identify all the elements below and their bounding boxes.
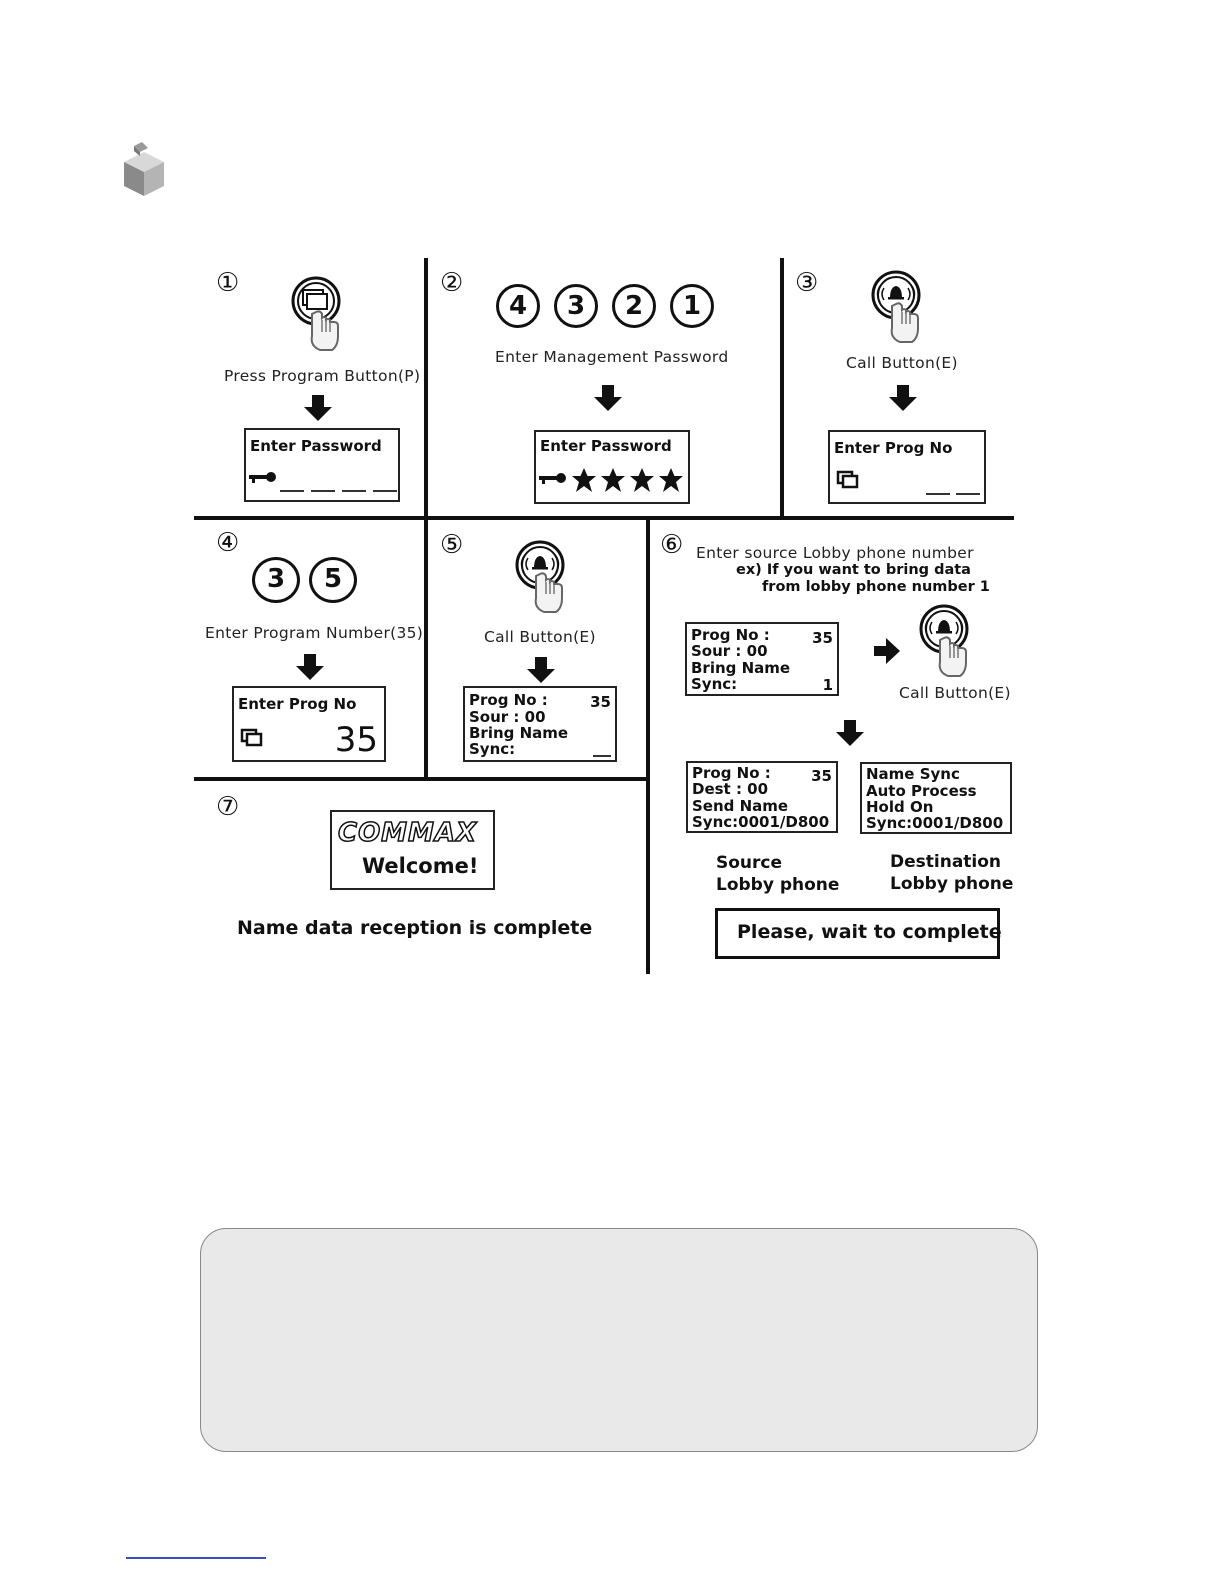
down-arrow-icon bbox=[304, 395, 332, 421]
digit-circle: 5 bbox=[309, 557, 357, 603]
lcd-line: Send Name bbox=[692, 797, 789, 815]
note-box bbox=[200, 1228, 1038, 1452]
welcome-display: COMMAX Welcome! bbox=[330, 810, 495, 890]
example-text: from lobby phone number 1 bbox=[762, 579, 990, 595]
down-arrow-icon bbox=[527, 657, 555, 683]
source-label: Source bbox=[716, 853, 783, 873]
down-arrow-icon bbox=[296, 654, 324, 680]
brand-logo: COMMAX bbox=[337, 817, 478, 849]
lcd-value: 35 bbox=[590, 693, 611, 711]
program-icon bbox=[240, 728, 263, 747]
lcd-line: Sour : 00 bbox=[469, 708, 546, 726]
lcd-display: Enter Password bbox=[244, 428, 400, 502]
divider bbox=[194, 777, 650, 781]
digit-circle: 3 bbox=[554, 284, 598, 328]
destination-label: Lobby phone bbox=[890, 874, 1014, 894]
lcd-display: Enter Password bbox=[534, 430, 690, 504]
lcd-display-destination: Name Sync Auto Process Hold On Sync:0001… bbox=[860, 762, 1012, 834]
digit-circle: 4 bbox=[496, 284, 540, 328]
lcd-line: Prog No : bbox=[692, 764, 771, 782]
divider bbox=[424, 516, 428, 780]
right-arrow-icon bbox=[874, 638, 900, 664]
lcd-title: Enter Prog No bbox=[834, 439, 953, 457]
divider bbox=[194, 516, 1014, 520]
footnote-rule bbox=[126, 1557, 266, 1559]
lcd-title: Enter Password bbox=[540, 437, 672, 455]
password-blanks bbox=[280, 490, 397, 492]
step-number: ⑦ bbox=[216, 792, 240, 822]
call-button-icon bbox=[871, 270, 921, 343]
lcd-line: Bring Name bbox=[691, 659, 791, 677]
lcd-line: Sync:0001/D800 bbox=[692, 813, 830, 831]
lcd-title: Enter Prog No bbox=[238, 695, 357, 713]
section-cube-icon bbox=[124, 142, 164, 196]
step-caption: Enter Management Password bbox=[495, 348, 729, 366]
step-number: ④ bbox=[216, 528, 240, 558]
wait-message-box: Please, wait to complete bbox=[715, 908, 1002, 959]
lcd-line: Hold On bbox=[866, 798, 934, 816]
lcd-value: 35 bbox=[334, 720, 378, 760]
lcd-value: 35 bbox=[811, 767, 832, 785]
key-icon bbox=[539, 473, 566, 484]
step-number: ① bbox=[216, 268, 240, 298]
lcd-display: Prog No : 35 Sour : 00 Bring Name Sync: bbox=[463, 686, 617, 762]
step-caption: Call Button(E) bbox=[846, 354, 958, 372]
sync-blank bbox=[593, 755, 611, 757]
call-caption: Call Button(E) bbox=[899, 684, 1011, 702]
lcd-line: Name Sync bbox=[866, 765, 960, 783]
key-icon bbox=[249, 472, 276, 483]
lcd-line: Sync:0001/D800 bbox=[866, 814, 1004, 832]
digit-circle: 3 bbox=[252, 557, 300, 603]
lcd-value: 35 bbox=[812, 629, 833, 647]
lcd-display-source: Prog No : 35 Dest : 00 Send Name Sync:00… bbox=[686, 761, 838, 833]
wait-message: Please, wait to complete bbox=[737, 921, 1002, 943]
lcd-value: 1 bbox=[822, 676, 833, 694]
step-caption: Enter source Lobby phone number bbox=[696, 544, 974, 562]
divider bbox=[780, 258, 784, 520]
step-caption: Call Button(E) bbox=[484, 628, 596, 646]
digit-circle: 1 bbox=[670, 284, 714, 328]
program-button-icon bbox=[291, 276, 341, 351]
call-button-icon bbox=[515, 540, 565, 613]
down-arrow-icon bbox=[836, 720, 864, 746]
number-blanks bbox=[926, 493, 980, 495]
source-label: Lobby phone bbox=[716, 875, 840, 895]
complete-message: Name data reception is complete bbox=[237, 917, 593, 939]
lcd-line: Dest : 00 bbox=[692, 780, 769, 798]
lcd-line: Sync: bbox=[691, 675, 738, 693]
lcd-display: Enter Prog No 35 bbox=[232, 686, 386, 762]
password-stars bbox=[572, 468, 683, 492]
lcd-line: Prog No : bbox=[691, 626, 770, 644]
lcd-line: Sync: bbox=[469, 740, 516, 758]
example-text: ex) If you want to bring data bbox=[736, 562, 971, 578]
step-number: ② bbox=[440, 268, 464, 298]
lcd-line: Sour : 00 bbox=[691, 642, 768, 660]
down-arrow-icon bbox=[594, 385, 622, 411]
down-arrow-icon bbox=[889, 385, 917, 411]
step-number: ③ bbox=[795, 268, 819, 298]
welcome-text: Welcome! bbox=[362, 854, 479, 878]
lcd-line: Prog No : bbox=[469, 691, 548, 709]
step-number: ⑥ bbox=[660, 530, 684, 560]
step-caption: Enter Program Number(35) bbox=[205, 624, 424, 642]
lcd-line: Auto Process bbox=[866, 782, 977, 800]
step-caption: Press Program Button(P) bbox=[224, 367, 421, 385]
digit-circle: 2 bbox=[612, 284, 656, 328]
divider bbox=[424, 258, 428, 520]
divider bbox=[646, 516, 650, 974]
lcd-title: Enter Password bbox=[250, 437, 382, 455]
step-number: ⑤ bbox=[440, 530, 464, 560]
destination-label: Destination bbox=[890, 852, 1002, 872]
lcd-display: Enter Prog No bbox=[828, 430, 986, 504]
lcd-display: Prog No : 35 Sour : 00 Bring Name Sync: … bbox=[685, 622, 839, 696]
lcd-line: Bring Name bbox=[469, 724, 569, 742]
program-icon bbox=[836, 470, 859, 489]
call-button-icon bbox=[919, 604, 969, 677]
